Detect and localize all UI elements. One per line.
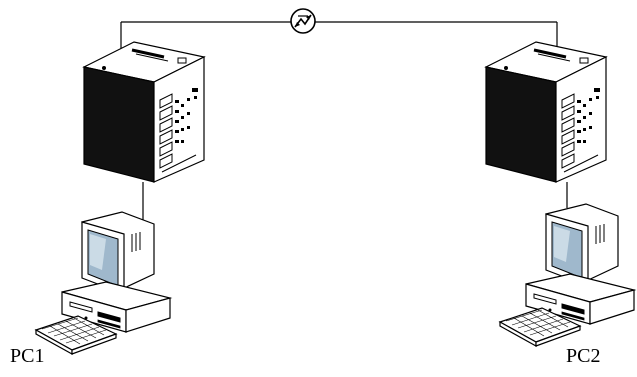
wireless-link-icon — [290, 8, 316, 34]
server-unit-right — [484, 40, 608, 184]
desktop-computer-icon-pc2 — [499, 203, 635, 347]
link-line — [120, 21, 558, 50]
server-unit-left — [82, 40, 206, 184]
desktop-computer-icon-pc1 — [35, 211, 171, 355]
pc1-label: PC1 — [10, 345, 45, 367]
pc2-label: PC2 — [566, 345, 601, 367]
